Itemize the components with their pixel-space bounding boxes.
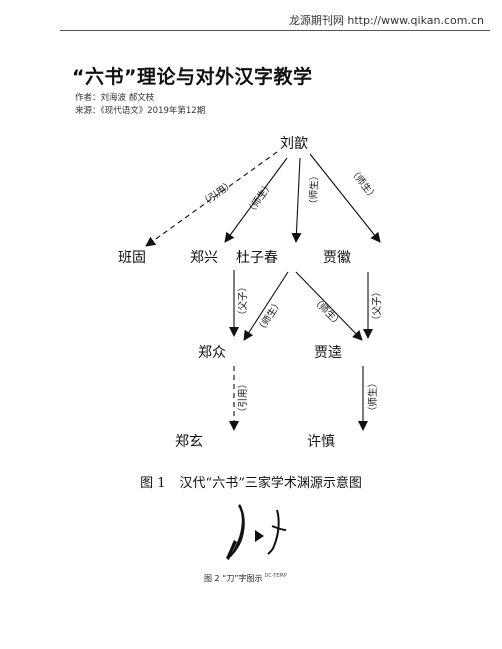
node-zhengxing: 郑兴 [190,250,218,266]
edge-label-jiakui-xushen: （师生） [367,378,379,416]
edge-label-jiahui-jiakui: （父子） [371,287,383,325]
node-jiakui: 贾逵 [314,345,342,361]
edge-label-liuxin-duzichun: （师生） [307,171,320,209]
article-title: “六书”理论与对外汉字教学 [72,66,313,88]
figure2-caption-tag: DC-TEMP [264,573,287,580]
figure1-caption-label: 图 1 [140,476,166,491]
lineage-diagram: 刘歆 班固 郑兴 杜子春 贾徽 郑众 贾逵 郑玄 许慎 （引用） （师生） （师… [118,136,383,450]
author-line: 作者：刘海波 郝文枝 [75,93,155,103]
edge-label-liuxin-bangu: （引用） [198,178,236,210]
edge-label-duzichun-jiakui: （师生） [309,294,344,329]
figure1-caption: 图 1 汉代“六书”三家学术渊源示意图 [0,472,502,491]
node-jiahui: 贾徽 [323,250,351,266]
edge-liuxin-jiahui [309,153,381,243]
node-zhengzhong: 郑众 [198,345,226,361]
node-zhengxuan: 郑玄 [175,433,203,450]
figure2-caption-label: 图 2 [204,574,220,583]
edge-liuxin-zhengxing [224,157,288,243]
source-line: 来源：《现代语文》2019年第12期 [75,106,206,116]
node-liuxin: 刘歆 [280,136,308,152]
dao-character-illustration [226,504,287,560]
edge-label-zhengxing-zhengzhong: （父子） [237,282,249,320]
edge-liuxin-duzichun [291,157,302,243]
edge-duzichun-zhengzhong [243,271,289,341]
node-bangu: 班固 [118,250,146,266]
node-xushen: 许慎 [307,434,335,450]
edge-label-zhengzhong-zhengxuan: （引用） [237,379,249,417]
site-header: 龙源期刊网 http://www.qikan.com.cn [288,14,484,27]
node-duzichun: 杜子春 [236,250,278,266]
figure2-caption-text: “刀”字图示 [222,574,263,583]
edge-label-liuxin-zhengxing: （师生） [244,179,276,217]
edge-label-liuxin-jiahui: （师生） [347,165,380,202]
figure1-caption-text: 汉代“六书”三家学术渊源示意图 [179,476,362,491]
edge-duzichun-jiakui [295,271,363,341]
header-divider [60,30,490,31]
